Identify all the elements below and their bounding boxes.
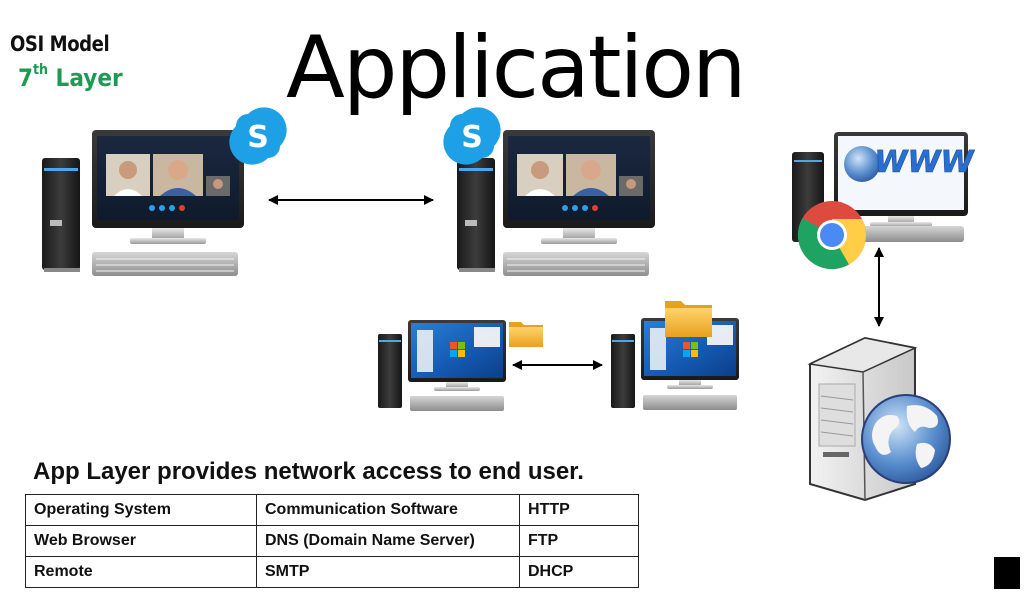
folder-icon — [665, 301, 712, 337]
keyboard — [410, 396, 504, 411]
www-computer: WWW — [792, 132, 976, 242]
table-row: Remote SMTP DHCP — [25, 556, 639, 588]
stop-square — [994, 557, 1020, 589]
table-row: Operating System Communication Software … — [25, 494, 639, 526]
skype-letter: S — [461, 120, 483, 155]
table-row: Web Browser DNS (Domain Name Server) FTP — [25, 525, 639, 557]
skype-letter: S — [247, 120, 269, 155]
skype-computer-right — [457, 130, 655, 276]
tower — [611, 334, 635, 408]
folder-icon — [509, 322, 543, 347]
table-cell: FTP — [519, 525, 639, 557]
app-layer-table: Operating System Communication Software … — [25, 494, 639, 588]
layer-label: 7th Layer — [18, 62, 123, 92]
keyboard — [643, 395, 737, 410]
table-cell: Remote — [25, 556, 257, 588]
table-cell: Web Browser — [25, 525, 257, 557]
chrome-icon — [797, 201, 867, 270]
tower — [457, 158, 495, 272]
skype-icon: S — [443, 107, 501, 165]
globe-icon — [844, 146, 880, 182]
table-cell: DHCP — [519, 556, 639, 588]
layer-suffix: th — [33, 62, 49, 78]
keyboard — [503, 252, 649, 276]
description-text: App Layer provides network access to end… — [33, 458, 584, 485]
table-cell: Communication Software — [256, 494, 520, 526]
table-cell: Operating System — [25, 494, 257, 526]
table-cell: HTTP — [519, 494, 639, 526]
web-server — [807, 336, 951, 502]
bidirectional-arrow-web — [874, 247, 884, 327]
table-cell: DNS (Domain Name Server) — [256, 525, 520, 557]
tower — [42, 158, 80, 272]
layer-number: 7 — [18, 64, 34, 92]
bidirectional-arrow-skype — [268, 195, 434, 205]
keyboard — [860, 226, 964, 242]
skype-icon: S — [229, 107, 287, 165]
tower — [378, 334, 402, 408]
osi-model-label: OSI Model — [10, 32, 110, 56]
www-text: WWW — [874, 145, 975, 180]
page-title: Application — [286, 18, 747, 118]
windows-logo — [683, 342, 698, 357]
table-cell: SMTP — [256, 556, 520, 588]
layer-word: Layer — [55, 64, 123, 92]
keyboard — [92, 252, 238, 276]
windows-computer-left — [378, 320, 506, 411]
bidirectional-arrow-files — [512, 360, 603, 370]
windows-logo — [450, 342, 465, 357]
skype-computer-left — [42, 130, 244, 276]
